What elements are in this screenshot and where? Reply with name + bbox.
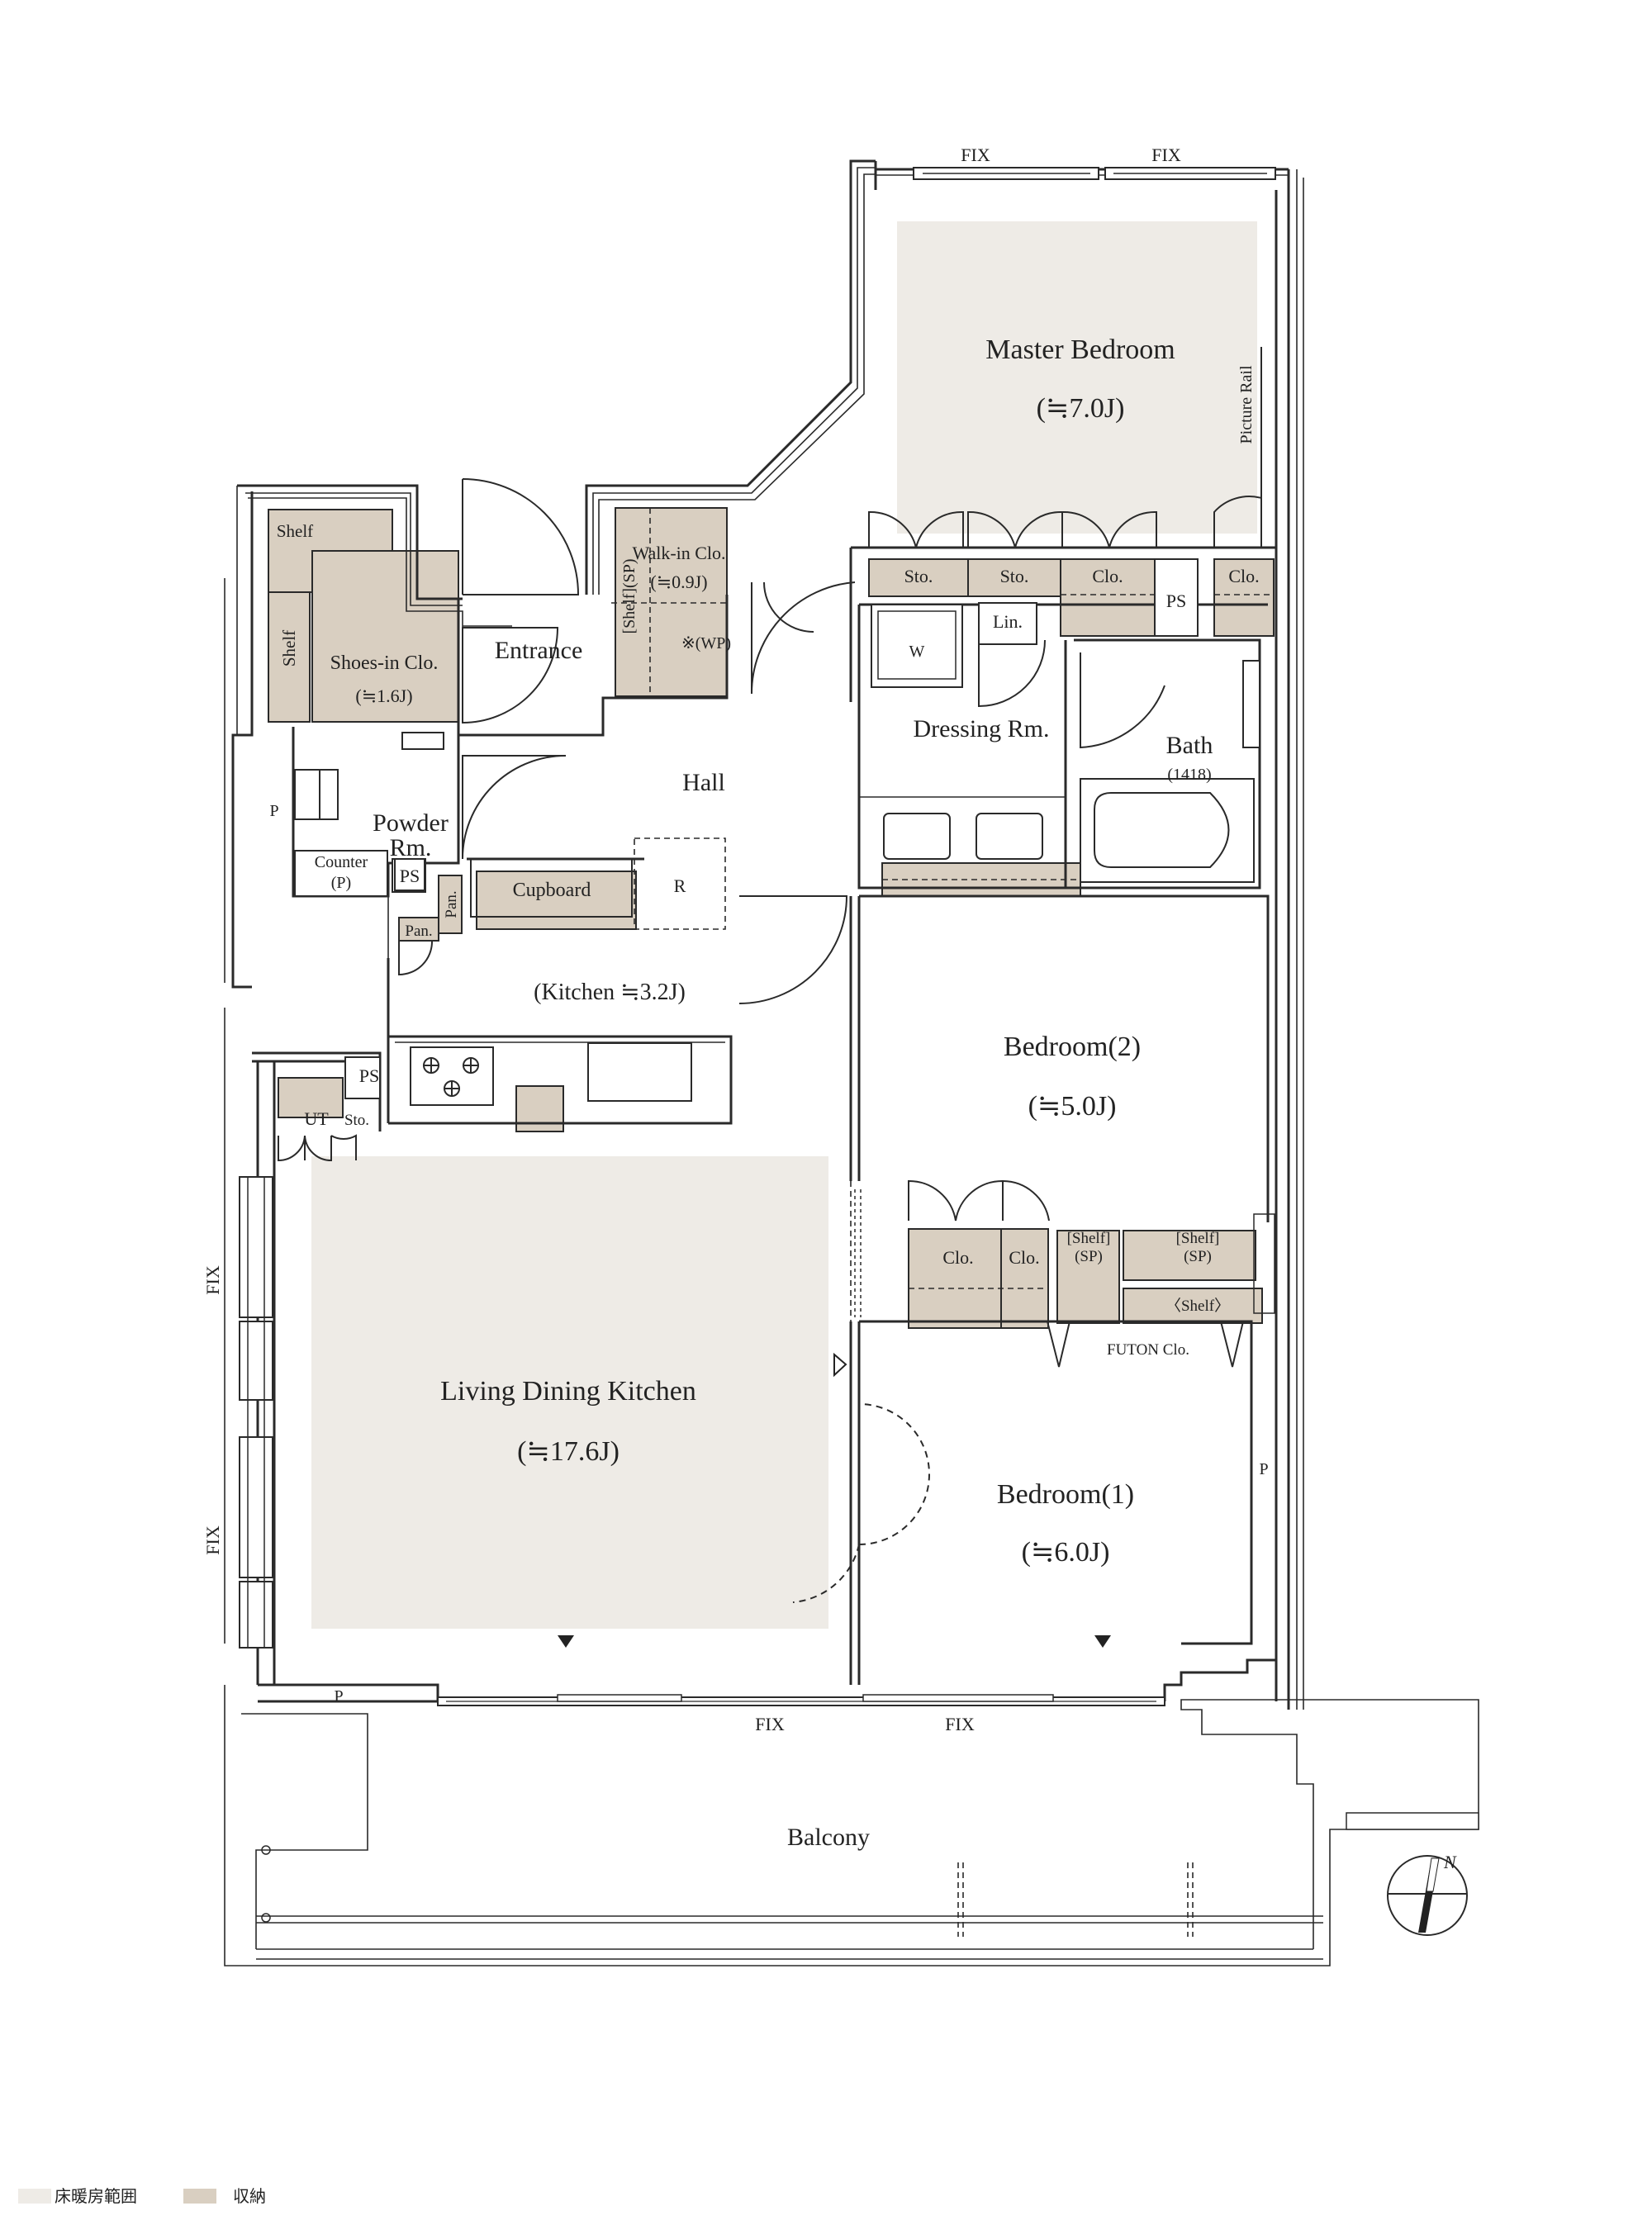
- counter-label: Counter: [315, 853, 368, 871]
- wp-label: ※(WP): [681, 634, 731, 652]
- shelf-top-label: Shelf: [277, 521, 313, 541]
- entrance-label: Entrance: [495, 637, 583, 664]
- north-compass: [1387, 1855, 1468, 1936]
- ldk-size: (≒17.6J): [517, 1436, 620, 1467]
- p-label-powder: P: [269, 802, 278, 820]
- shelf-angle-label: 〈Shelf〉: [1165, 1297, 1230, 1315]
- ut-label: UT: [304, 1108, 329, 1129]
- shelf-sp-label-1b: (SP): [1075, 1248, 1103, 1265]
- walk-in-shelf-sp: [Shelf](SP): [620, 558, 638, 633]
- storage-areas: [268, 507, 1275, 1329]
- bath-label: Bath: [1166, 732, 1213, 759]
- north-label: N: [1443, 1852, 1457, 1872]
- fix-bottom-2: FIX: [945, 1714, 975, 1734]
- fix-top-1: FIX: [961, 145, 990, 165]
- legend-storage-swatch: [183, 2189, 216, 2204]
- fix-left-2: FIX: [202, 1525, 223, 1555]
- kitchen-label: (Kitchen ≒3.2J): [534, 980, 686, 1005]
- fix-left-1: FIX: [202, 1265, 223, 1295]
- counter-p-label: (P): [331, 874, 351, 892]
- master-bedroom-size: (≒7.0J): [1037, 393, 1125, 424]
- shelf-side-label: Shelf: [279, 630, 299, 667]
- bedroom2-name: Bedroom(2): [1004, 1032, 1141, 1062]
- cupboard-label: Cupboard: [513, 880, 591, 901]
- pan-label-2: Pan.: [405, 923, 432, 940]
- sto-label-ut: Sto.: [344, 1112, 369, 1129]
- picture-rail-label: Picture Rail: [1237, 365, 1256, 444]
- clo-label-b2-2: Clo.: [1009, 1247, 1039, 1268]
- shoes-in-label: Shoes-in Clo.: [330, 652, 439, 674]
- ps-label-ut: PS: [359, 1065, 379, 1086]
- clo-label-master-2: Clo.: [1228, 566, 1259, 586]
- hall-label: Hall: [682, 769, 725, 796]
- ps-label-powder: PS: [400, 866, 420, 886]
- legend: 床暖房範囲 収納: [18, 2186, 266, 2206]
- legend-floor-heating-label: 床暖房範囲: [55, 2186, 137, 2206]
- fix-bottom-1: FIX: [755, 1714, 785, 1734]
- small-labels: Entrance Hall Powder Rm. Dressing Rm. Ba…: [373, 637, 1213, 1851]
- legend-storage-label: 収納: [233, 2186, 266, 2206]
- sto-label-2: Sto.: [1000, 566, 1029, 586]
- bedroom2-size: (≒5.0J): [1028, 1091, 1117, 1122]
- dressing-label: Dressing Rm.: [914, 715, 1050, 742]
- bedroom1-size: (≒6.0J): [1022, 1537, 1110, 1568]
- futon-label: FUTON Clo.: [1107, 1341, 1189, 1359]
- fridge-label: R: [674, 875, 686, 896]
- balcony-label: Balcony: [787, 1824, 870, 1851]
- interior-walls: [252, 347, 1276, 1685]
- sto-label-1: Sto.: [904, 566, 933, 586]
- walk-in-size: (≒0.9J): [650, 572, 707, 592]
- walk-in-label: Walk-in Clo.: [632, 543, 725, 563]
- room-labels: Master Bedroom (≒7.0J) Bedroom(2) (≒5.0J…: [440, 334, 1175, 1568]
- ldk-name: Living Dining Kitchen: [440, 1376, 696, 1407]
- doors: [278, 478, 1262, 1603]
- master-bedroom-name: Master Bedroom: [985, 334, 1175, 365]
- exterior-walls: [224, 159, 1304, 1710]
- powder-label-2: Rm.: [390, 834, 432, 861]
- pan-label-1: Pan.: [443, 890, 460, 918]
- ps-label-master: PS: [1166, 591, 1186, 611]
- p-label-b1: P: [1259, 1460, 1268, 1478]
- bedroom1-name: Bedroom(1): [997, 1479, 1134, 1510]
- lin-label: Lin.: [993, 611, 1023, 632]
- shelf-sp-label-2b: (SP): [1184, 1248, 1212, 1265]
- clo-label-master-1: Clo.: [1092, 566, 1123, 586]
- floor-heating-ldk: [311, 1156, 828, 1629]
- p-label-ldk: P: [334, 1687, 343, 1706]
- clo-label-b2-1: Clo.: [942, 1247, 973, 1268]
- w-label: W: [909, 643, 925, 661]
- bath-size: (1418): [1167, 766, 1211, 784]
- entry-markers: [558, 1352, 1111, 1648]
- shoes-in-size: (≒1.6J): [355, 686, 412, 706]
- fix-top-2: FIX: [1151, 145, 1181, 165]
- detail-labels: (1418) Shoes-in Clo. (≒1.6J) Walk-in Clo…: [202, 145, 1457, 1872]
- legend-floor-heating-swatch: [18, 2189, 51, 2204]
- shelf-sp-label-2a: [Shelf]: [1176, 1230, 1220, 1247]
- balcony-outline: [224, 1685, 1479, 1966]
- shelf-sp-label-1a: [Shelf]: [1067, 1230, 1111, 1247]
- floor-heating-master: [897, 221, 1257, 534]
- powder-label-1: Powder: [373, 809, 449, 837]
